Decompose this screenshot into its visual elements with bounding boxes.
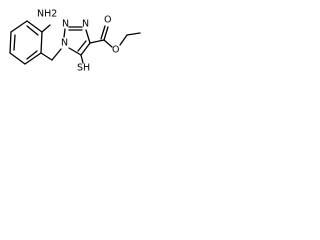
benzene-ring	[9, 20, 43, 65]
atom-o-ester: O	[112, 45, 119, 56]
bond-ch2-n1	[51, 48, 62, 61]
ester-group	[89, 25, 141, 48]
bond-ring-ch2	[40, 52, 53, 61]
atom-n1: N	[61, 38, 68, 49]
atom-nh2: NH2	[37, 9, 57, 20]
triazole-ring	[63, 26, 91, 56]
molecule-structure: NH2 N N N SH O O	[9, 9, 141, 74]
bond-c5-sh	[80, 54, 84, 64]
atom-n2: N	[62, 19, 69, 30]
atom-n3: N	[82, 19, 89, 30]
atom-sh: SH	[77, 63, 90, 74]
bond-ring-nh2	[41, 24, 51, 33]
atom-o-carbonyl: O	[104, 15, 111, 26]
